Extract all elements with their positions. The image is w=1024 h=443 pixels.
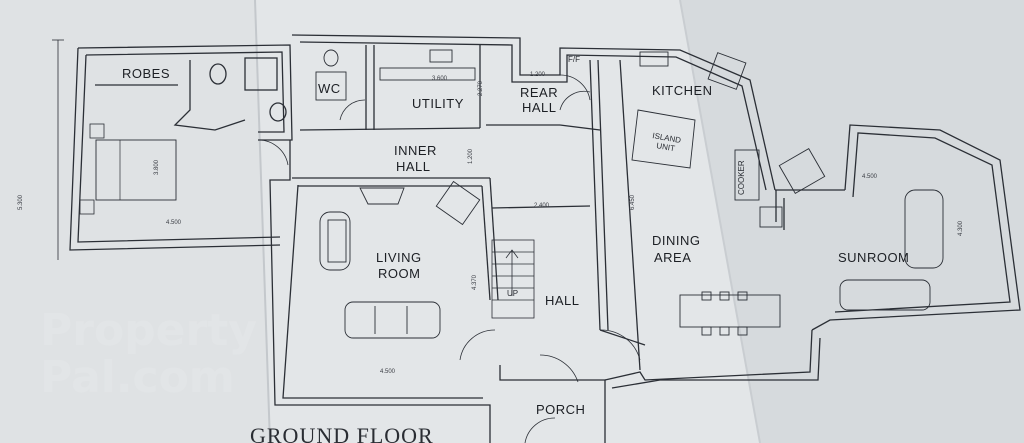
- wc-cubicle: [315, 71, 347, 101]
- room-label-ff: F/F: [568, 55, 580, 64]
- paper-fold: [254, 0, 271, 443]
- label-stairs-up: UP: [507, 289, 518, 298]
- paper-fold: [679, 0, 761, 443]
- hob: [707, 52, 747, 90]
- bedroom-wing-walls: [69, 44, 293, 251]
- dim-bedroom-height: 3.800: [154, 159, 160, 175]
- dining-table: [679, 294, 781, 328]
- dim-sunroom-height: 4.300: [958, 220, 964, 236]
- room-label-dining-area: AREA: [654, 250, 691, 265]
- room-label-porch: PORCH: [536, 402, 585, 417]
- toilet: [209, 63, 227, 85]
- utility-counter: [379, 67, 476, 81]
- room-label-living: LIVING: [376, 250, 422, 265]
- furniture: [315, 49, 944, 339]
- dim-sunroom-width: 4.500: [862, 174, 878, 180]
- room-label-kitchen: KITCHEN: [652, 83, 713, 98]
- paper-panel-middle: [255, 0, 760, 443]
- plan-title: GROUND FLOOR: [250, 423, 434, 443]
- dim-utility-width: 3.600: [432, 76, 448, 82]
- watermark-line2: Pal.com: [40, 352, 235, 403]
- staircase: [491, 239, 535, 319]
- dim-rear-hall-width: 1.200: [530, 72, 546, 78]
- fireplace: [359, 187, 405, 205]
- room-label-wc: WC: [318, 81, 341, 96]
- room-label-rear-hall: HALL: [522, 100, 557, 115]
- watermark-line1: Property: [40, 305, 257, 356]
- room-label-living-room: ROOM: [378, 266, 420, 281]
- sofa: [904, 189, 944, 269]
- label-cooker: COOKER: [737, 160, 746, 195]
- island-unit: [631, 109, 696, 169]
- dim-hall-width: 2.400: [534, 203, 550, 209]
- bedside-table: [79, 199, 95, 215]
- dim-bedroom-width: 4.500: [166, 220, 182, 226]
- dimension-labels: 4.500 3.800 5.300 3.600 2.270 1.200 1.20…: [18, 72, 964, 375]
- dim-living-height: 4.370: [472, 274, 478, 290]
- sofa: [839, 279, 931, 311]
- armchair: [435, 180, 481, 226]
- dim-living-width: 4.500: [380, 369, 396, 375]
- dim-kitchen-height: 6.450: [630, 194, 636, 210]
- toilet: [323, 49, 339, 67]
- room-labels: ROBES WC UTILITY REAR HALL F/F KITCHEN I…: [122, 55, 909, 417]
- room-label-rear: REAR: [520, 85, 558, 100]
- room-label-dining: DINING: [652, 233, 701, 248]
- armchair: [778, 148, 826, 194]
- sofa: [319, 211, 351, 271]
- utility-sink: [429, 49, 453, 63]
- sofa: [344, 301, 441, 339]
- paper-panel-left: [0, 0, 270, 443]
- room-label-inner: INNER: [394, 143, 437, 158]
- sink: [639, 51, 669, 67]
- cooker: [734, 149, 760, 201]
- sunroom-step: [759, 206, 783, 228]
- room-label-sunroom: SUNROOM: [838, 250, 909, 265]
- main-walls: [269, 34, 1021, 443]
- dim-utility-height: 2.270: [478, 80, 484, 96]
- label-island-unit: UNIT: [656, 141, 676, 153]
- bed: [95, 139, 177, 201]
- paper-panel-right: [680, 0, 1024, 443]
- room-label-robes: ROBES: [122, 66, 170, 81]
- shower-tray: [244, 57, 278, 91]
- room-label-inner-hall: HALL: [396, 159, 431, 174]
- room-label-utility: UTILITY: [412, 96, 464, 111]
- bedside-table: [89, 123, 105, 139]
- wash-basin: [269, 102, 287, 122]
- dim-outer-height: 5.300: [18, 194, 24, 210]
- room-label-hall: HALL: [545, 293, 580, 308]
- dim-inner-hall-height: 1.200: [468, 148, 474, 164]
- door-swings: [257, 74, 641, 443]
